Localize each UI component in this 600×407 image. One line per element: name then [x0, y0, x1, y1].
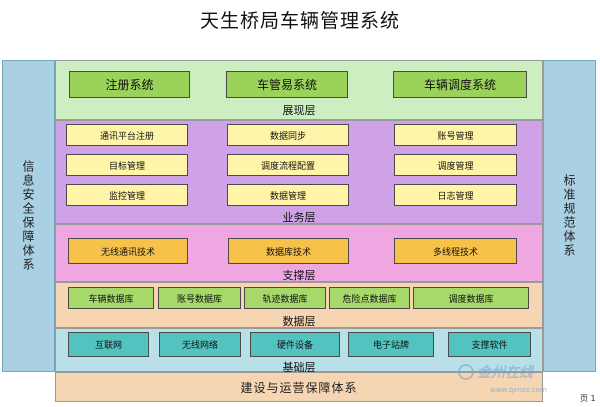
business-layer: 通讯平台注册 数据同步 账号管理 目标管理 调度流程配置 调度管理 监控管理 数… — [55, 120, 543, 224]
standards-system-panel: 标准规范体系 — [543, 60, 596, 372]
security-system-panel: 信息安全保障体系 — [2, 60, 55, 372]
watermark-logo-icon — [458, 364, 474, 380]
biz-box: 调度管理 — [394, 154, 517, 176]
data-layer: 车辆数据库 账号数据库 轨迹数据库 危险点数据库 调度数据库 数据层 — [55, 282, 543, 328]
vehicle-dispatch-system-box: 车辆调度系统 — [393, 71, 527, 98]
wireless-network-box: 无线网络 — [159, 332, 241, 357]
account-db-box: 账号数据库 — [158, 287, 241, 309]
base-layer-label: 基础层 — [282, 361, 316, 374]
biz-box: 数据同步 — [227, 124, 349, 146]
business-layer-label: 业务层 — [282, 211, 316, 224]
hardware-box: 硬件设备 — [250, 332, 340, 357]
page-title: 天生桥局车辆管理系统 — [199, 10, 400, 32]
biz-box: 日志管理 — [394, 184, 517, 206]
standards-system-label: 标准规范体系 — [562, 174, 576, 258]
registration-system-box: 注册系统 — [69, 71, 190, 98]
multithread-tech-box: 多线程技术 — [394, 238, 517, 264]
dispatch-db-box: 调度数据库 — [413, 287, 529, 309]
e-stop-sign-box: 电子站牌 — [348, 332, 434, 357]
database-tech-box: 数据库技术 — [228, 238, 349, 264]
presentation-layer-label: 展现层 — [282, 104, 316, 117]
track-db-box: 轨迹数据库 — [244, 287, 326, 309]
watermark: 金州在线 — [458, 362, 533, 382]
watermark-text: 金州在线 — [477, 365, 533, 381]
watermark-url: www.qxnzx.com — [490, 386, 547, 394]
support-layer-label: 支撑层 — [282, 269, 316, 282]
security-system-label: 信息安全保障体系 — [21, 160, 35, 272]
data-layer-label: 数据层 — [282, 315, 316, 328]
biz-box: 账号管理 — [394, 124, 517, 146]
support-software-box: 支撑软件 — [448, 332, 531, 357]
support-layer: 无线通讯技术 数据库技术 多线程技术 支撑层 — [55, 224, 543, 282]
danger-point-db-box: 危险点数据库 — [329, 287, 410, 309]
internet-box: 互联网 — [68, 332, 149, 357]
vehicle-management-system-box: 车管易系统 — [226, 71, 348, 98]
presentation-layer: 注册系统 车管易系统 车辆调度系统 展现层 — [55, 60, 543, 120]
biz-box: 监控管理 — [66, 184, 188, 206]
wireless-tech-box: 无线通讯技术 — [68, 238, 188, 264]
operation-guarantee-label: 建设与运营保障体系 — [240, 380, 358, 395]
page-number: 页 1 — [580, 394, 596, 403]
biz-box: 通讯平台注册 — [66, 124, 188, 146]
base-layer: 互联网 无线网络 硬件设备 电子站牌 支撑软件 基础层 — [55, 328, 543, 374]
vehicle-db-box: 车辆数据库 — [68, 287, 154, 309]
biz-box: 调度流程配置 — [227, 154, 349, 176]
biz-box: 数据管理 — [227, 184, 349, 206]
biz-box: 目标管理 — [66, 154, 188, 176]
